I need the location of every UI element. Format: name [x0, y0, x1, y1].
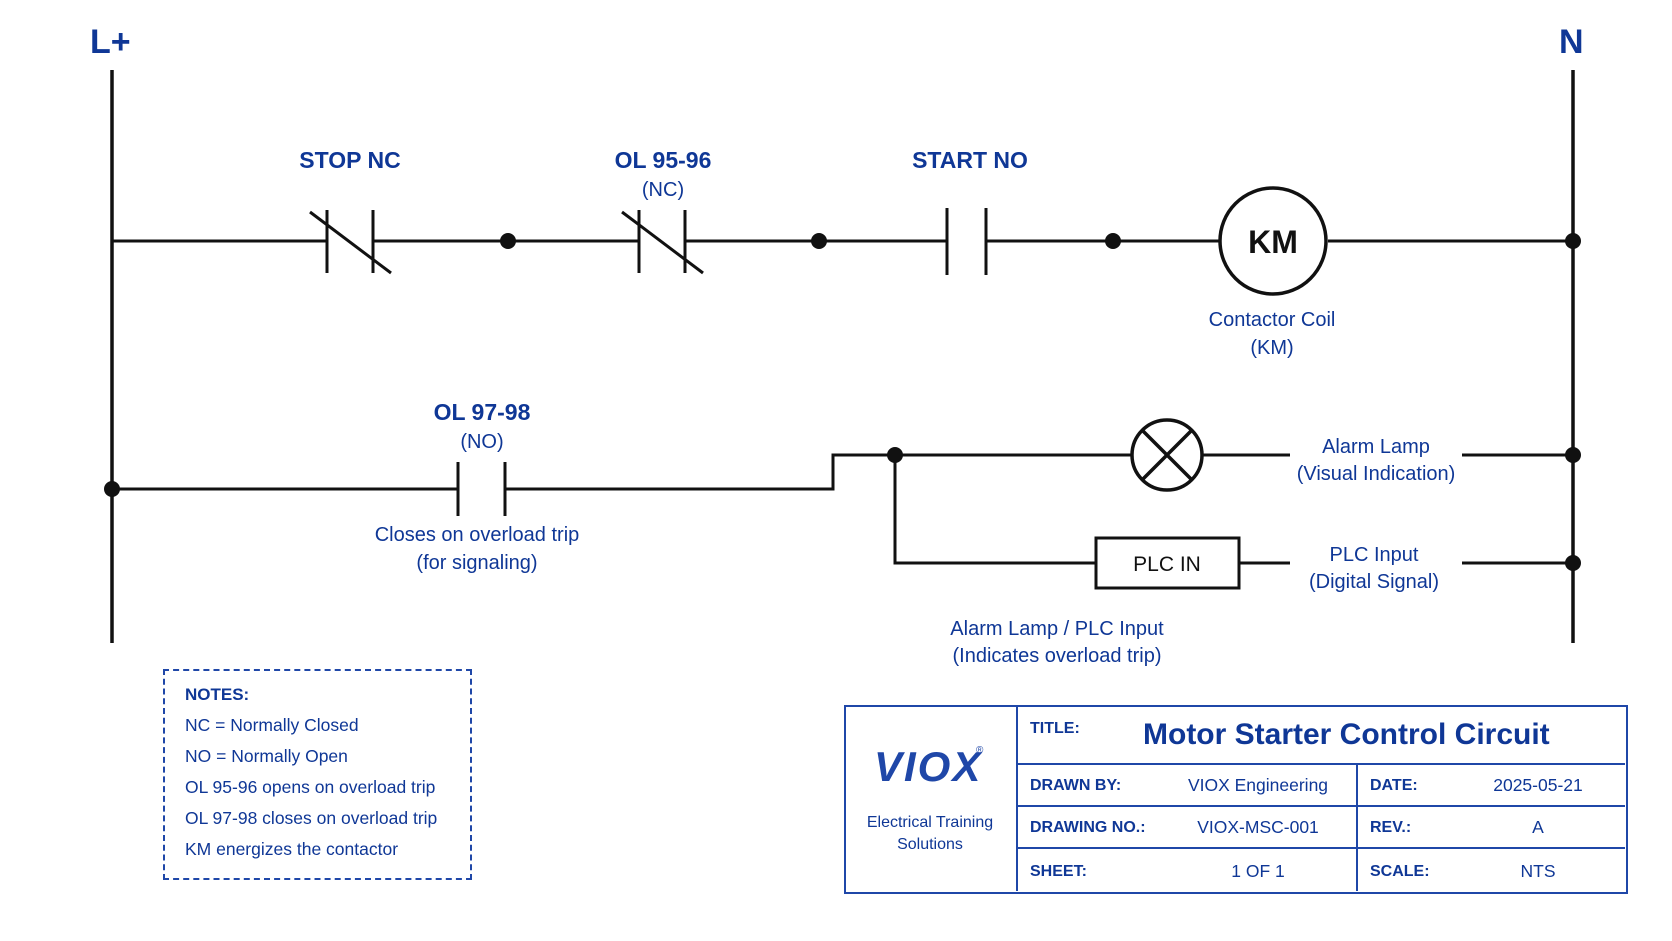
junction-dot [500, 233, 516, 249]
notes-title: NOTES: [185, 685, 250, 704]
alarm-lamp-symbol [1130, 418, 1204, 492]
ol-95-96-label: OL 95-96 [615, 147, 712, 173]
branch-caption-sub: (Indicates overload trip) [953, 645, 1162, 667]
title-block: VIOX ® Electrical Training Solutions TIT… [844, 705, 1628, 894]
coil-text: KM [1248, 224, 1298, 260]
note-line: OL 95-96 opens on overload trip [185, 777, 436, 797]
sheet-key: SHEET: [1030, 863, 1087, 880]
cell-divider [1356, 807, 1358, 847]
company-tagline-line: Solutions [897, 836, 963, 853]
note-line: NO = Normally Open [185, 746, 348, 766]
junction-dot [1105, 233, 1121, 249]
drawn-by-key: DRAWN BY: [1030, 777, 1122, 794]
junction-dot [811, 233, 827, 249]
company-tagline: Electrical Training Solutions [846, 812, 1014, 856]
ol-97-98-caption-sub: (for signaling) [416, 552, 537, 574]
start-no-label: START NO [912, 147, 1028, 173]
junction-dot [1565, 233, 1581, 249]
company-tagline-line: Electrical Training [866, 814, 994, 831]
plc-input-caption-sub: (Digital Signal) [1309, 571, 1439, 593]
sheet-row: SHEET: 1 OF 1 SCALE: NTS [1018, 849, 1625, 891]
registered-mark: ® [976, 745, 984, 756]
drawing-title: Motor Starter Control Circuit [1143, 718, 1550, 751]
rev-value: A [1532, 817, 1544, 837]
rail-label-left: L+ [90, 23, 131, 61]
company-logo: VIOX [874, 743, 983, 790]
branch-caption: Alarm Lamp / PLC Input [950, 618, 1164, 640]
alarm-lamp-caption: Alarm Lamp [1322, 436, 1430, 458]
stop-nc-contact [309, 210, 392, 275]
rung2-wire [505, 453, 895, 491]
note-line: NC = Normally Closed [185, 715, 359, 735]
stop-nc-label: STOP NC [299, 147, 400, 173]
scale-value: NTS [1520, 861, 1556, 881]
sheet-value: 1 OF 1 [1231, 861, 1285, 881]
drawing-no-value: VIOX-MSC-001 [1197, 817, 1319, 837]
cell-divider [1356, 765, 1358, 805]
alarm-lamp-caption-sub: (Visual Indication) [1297, 463, 1456, 485]
start-no-contact [945, 208, 988, 275]
plc-box-text: PLC IN [1133, 553, 1201, 576]
date-value: 2025-05-21 [1493, 775, 1583, 795]
junction-dot [1565, 447, 1581, 463]
plc-branch-wire [893, 455, 1096, 565]
ol-97-98-caption: Closes on overload trip [375, 524, 580, 546]
drawing-no-row: DRAWING NO.: VIOX-MSC-001 REV.: A [1018, 807, 1625, 849]
ol-97-98-label: OL 97-98 [434, 399, 531, 425]
junction-dot [1565, 555, 1581, 571]
notes-box: NOTES: NC = Normally Closed NO = Normall… [163, 669, 472, 880]
rail-label-right: N [1559, 23, 1584, 61]
cell-divider [1356, 849, 1358, 891]
coil-caption: Contactor Coil [1209, 309, 1336, 331]
rev-key: REV.: [1370, 819, 1412, 836]
ol-97-98-contact [456, 462, 507, 516]
date-key: DATE: [1370, 777, 1418, 794]
note-line: KM energizes the contactor [185, 839, 399, 859]
title-row: TITLE: Motor Starter Control Circuit [1018, 707, 1625, 765]
drawing-no-key: DRAWING NO.: [1030, 819, 1146, 836]
logo-cell: VIOX ® Electrical Training Solutions [846, 707, 1018, 891]
ol-95-96-contact [621, 210, 704, 275]
contactor-coil-symbol [1218, 186, 1328, 296]
scale-key: SCALE: [1370, 863, 1430, 880]
drawn-by-value: VIOX Engineering [1187, 775, 1329, 795]
coil-caption-sub: (KM) [1250, 337, 1293, 359]
drawn-by-row: DRAWN BY: VIOX Engineering DATE: 2025-05… [1018, 765, 1625, 807]
title-key: TITLE: [1030, 720, 1080, 737]
note-line: OL 97-98 closes on overload trip [185, 808, 438, 828]
ol-97-98-sublabel: (NO) [460, 431, 503, 453]
plc-input-caption: PLC Input [1330, 544, 1419, 566]
ol-95-96-sublabel: (NC) [642, 179, 684, 201]
